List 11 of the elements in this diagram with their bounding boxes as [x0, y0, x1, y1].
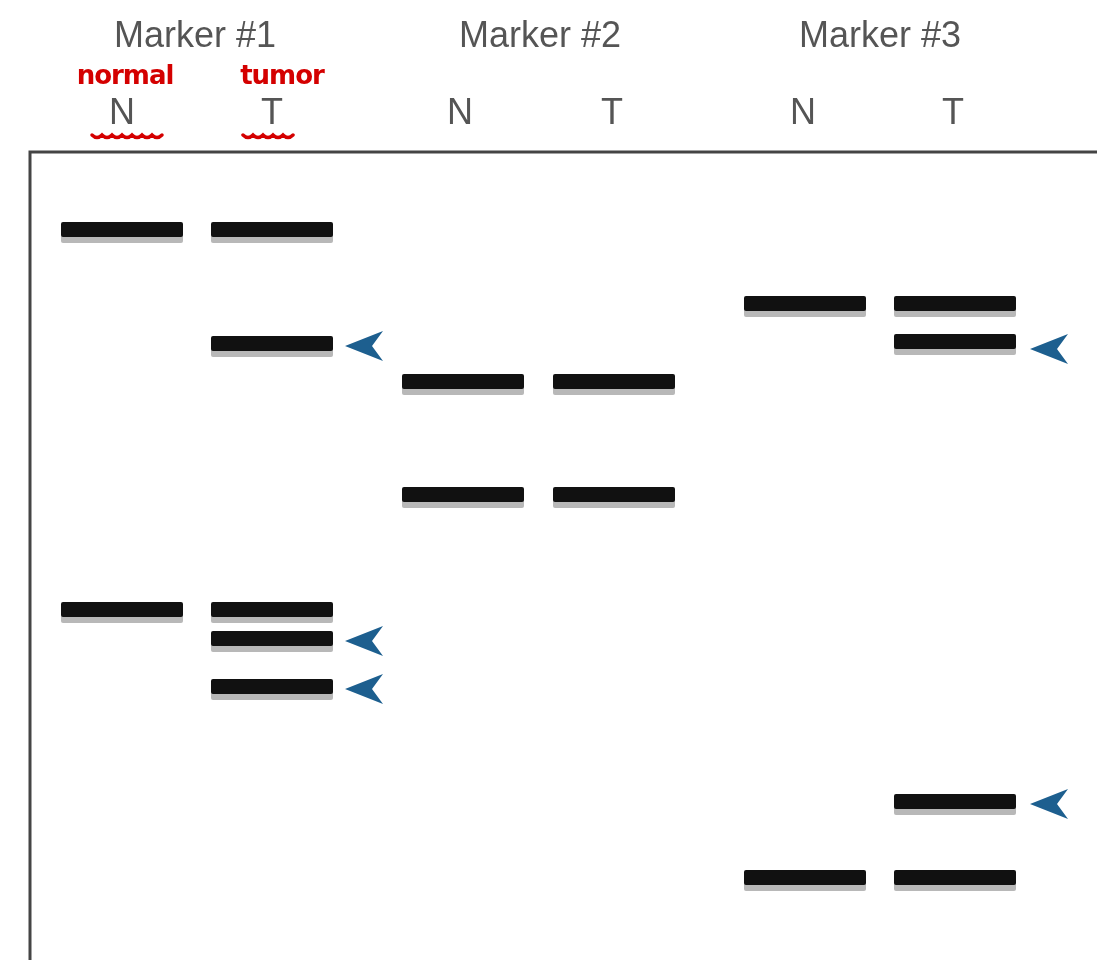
- column-label: T: [261, 91, 283, 133]
- column-label: N: [447, 91, 473, 133]
- column-label: T: [601, 91, 623, 133]
- column-label: Marker #1: [113, 14, 277, 56]
- column-label: Marker #2: [458, 14, 622, 56]
- column-label: N: [790, 91, 816, 133]
- column-label: Marker #3: [798, 14, 962, 56]
- handwritten-annotation: tumor: [240, 60, 324, 90]
- column-label: N: [109, 91, 135, 133]
- column-label: T: [942, 91, 964, 133]
- handwritten-annotation: normal: [76, 60, 174, 90]
